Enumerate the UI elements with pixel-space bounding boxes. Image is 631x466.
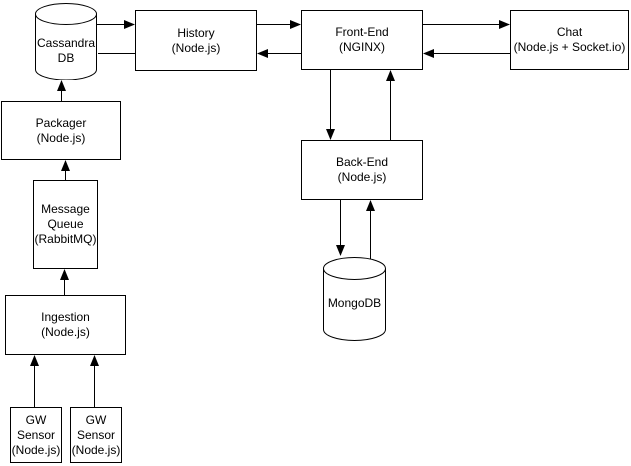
node-mongodb-label: MongoDB (327, 296, 382, 310)
node-gw-sensor-1: GW Sensor (Node.js) (10, 407, 62, 463)
node-cassandra-db: Cassandra DB (35, 3, 97, 80)
node-gw-sensor-2-sublabel: (Node.js) (71, 442, 121, 457)
node-back-end-sublabel: (Node.js) (337, 170, 387, 184)
node-chat: Chat (Node.js + Socket.io) (510, 10, 629, 70)
node-history: History (Node.js) (135, 10, 257, 71)
node-front-end-label: Front-End (335, 25, 389, 39)
node-mongodb: MongoDB (323, 257, 386, 341)
node-chat-sublabel: (Node.js + Socket.io) (513, 40, 626, 54)
node-chat-label: Chat (556, 25, 583, 39)
node-packager: Packager (Node.js) (1, 101, 121, 160)
node-front-end: Front-End (NGINX) (301, 10, 423, 70)
node-gw-sensor-2-label2: Sensor (76, 427, 116, 442)
node-back-end-label: Back-End (335, 155, 389, 169)
node-message-queue-label2: Queue (47, 217, 84, 231)
node-ingestion: Ingestion (Node.js) (5, 295, 126, 355)
node-back-end: Back-End (Node.js) (301, 140, 423, 200)
node-gw-sensor-1-label2: Sensor (16, 427, 56, 442)
node-gw-sensor-2-label: GW (85, 412, 107, 427)
node-packager-label: Packager (35, 115, 87, 130)
node-message-queue: Message Queue (RabbitMQ) (33, 180, 98, 269)
node-gw-sensor-1-label: GW (25, 412, 47, 427)
node-gw-sensor-1-sublabel: (Node.js) (11, 442, 61, 457)
node-cassandra-db-sublabel: DB (57, 51, 75, 65)
database-cylinder-icon (323, 257, 386, 341)
node-ingestion-label: Ingestion (41, 310, 90, 324)
database-cylinder-icon (35, 3, 97, 80)
node-front-end-sublabel: (NGINX) (338, 40, 385, 54)
node-message-queue-label: Message (41, 202, 90, 216)
node-history-label: History (177, 25, 215, 40)
node-message-queue-sublabel: (RabbitMQ) (34, 232, 97, 246)
node-ingestion-sublabel: (Node.js) (41, 325, 90, 339)
node-history-sublabel: (Node.js) (171, 40, 221, 55)
node-packager-sublabel: (Node.js) (36, 130, 86, 145)
node-gw-sensor-2: GW Sensor (Node.js) (70, 407, 122, 463)
node-cassandra-db-label: Cassandra (36, 36, 96, 50)
